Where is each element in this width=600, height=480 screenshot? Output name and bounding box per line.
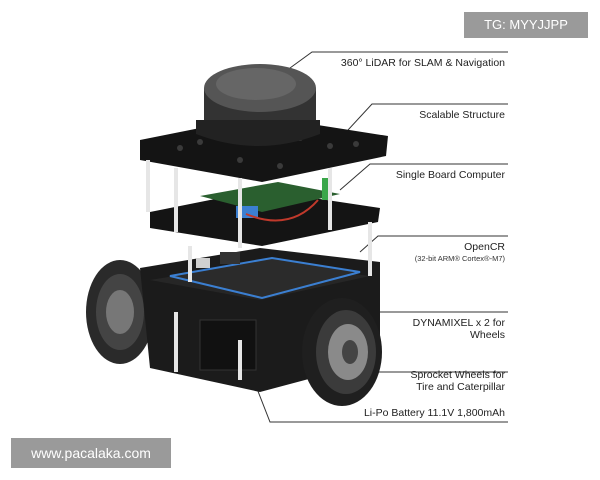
leader-line-sbc xyxy=(339,163,508,191)
callout-opencr: OpenCR (32-bit ARM® Cortex®-M7) xyxy=(380,241,505,265)
callout-sprocket-label: Sprocket Wheels for xyxy=(410,369,505,381)
watermark-top: TG: MYYJJPP xyxy=(464,12,588,38)
callout-sprocket-label2: Tire and Caterpillar xyxy=(416,381,505,393)
watermark-bottom: www.pacalaka.com xyxy=(11,438,171,468)
callout-battery: Li-Po Battery 11.1V 1,800mAh xyxy=(300,407,505,419)
callout-dynamixel-label2: Wheels xyxy=(469,329,505,341)
callout-lidar-label: 360° LiDAR for SLAM & Navigation xyxy=(340,57,505,69)
callout-single-board-computer: Single Board Computer xyxy=(360,169,505,181)
callout-dynamixel-label: DYNAMIXEL x 2 for xyxy=(412,317,505,329)
leader-line-dynamixel xyxy=(359,309,508,313)
right-wheel xyxy=(302,298,382,406)
callout-opencr-sub: (32-bit ARM® Cortex®-M7) xyxy=(414,254,505,263)
callout-dynamixel: DYNAMIXEL x 2 for Wheels xyxy=(380,317,505,341)
callout-scalable-structure: Scalable Structure xyxy=(380,109,505,121)
callout-sprocket-wheels: Sprocket Wheels for Tire and Caterpillar xyxy=(380,369,505,393)
left-wheel xyxy=(86,260,154,364)
battery xyxy=(199,319,257,371)
callout-lidar: 360° LiDAR for SLAM & Navigation xyxy=(300,57,505,69)
opencr-board xyxy=(169,252,361,300)
callout-structure-label: Scalable Structure xyxy=(419,109,505,121)
callout-sbc-label: Single Board Computer xyxy=(395,169,505,181)
standoffs xyxy=(146,160,372,380)
middle-plate xyxy=(150,190,380,246)
leader-line-lidar xyxy=(289,51,508,69)
callout-battery-label: Li-Po Battery 11.1V 1,800mAh xyxy=(363,407,505,419)
leader-line-opencr xyxy=(359,235,508,253)
lidar xyxy=(196,64,320,146)
callout-opencr-label: OpenCR xyxy=(464,241,505,253)
leader-line-structure xyxy=(347,103,508,131)
